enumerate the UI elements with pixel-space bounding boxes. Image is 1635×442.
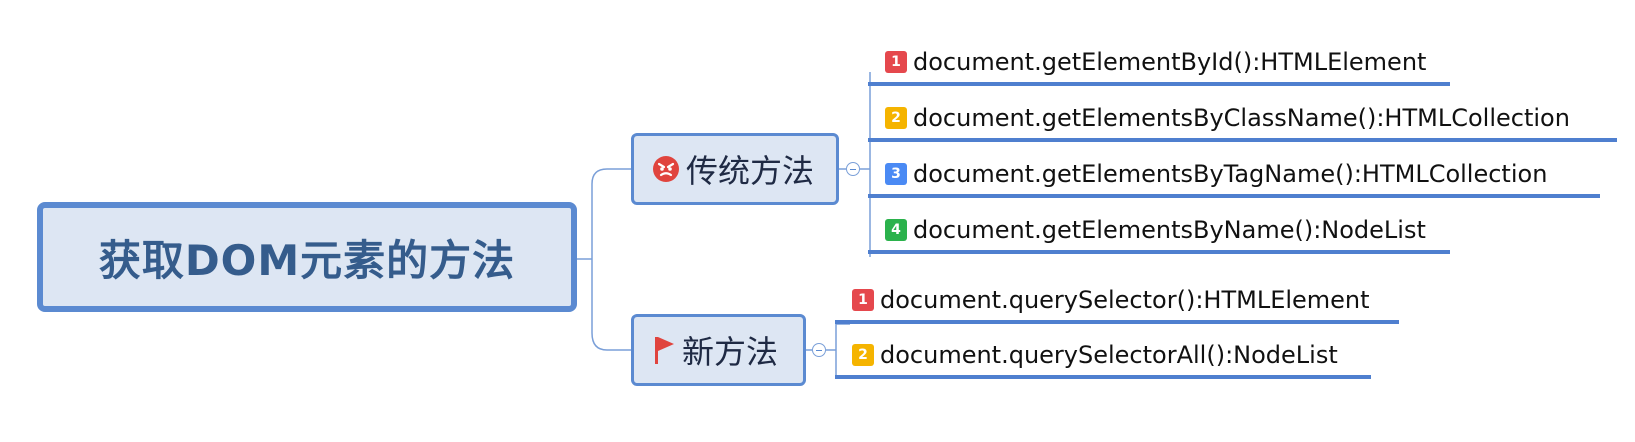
traditional-connector [839, 72, 885, 257]
leaf-underline [868, 194, 1600, 198]
list-item[interactable]: 2 document.querySelectorAll():NodeList [852, 340, 1338, 370]
priority-1-badge: 1 [852, 289, 874, 311]
list-item[interactable]: 4 document.getElementsByName():NodeList [885, 215, 1426, 245]
leaf-underline [835, 320, 1399, 324]
list-item[interactable]: 1 document.querySelector():HTMLElement [852, 285, 1370, 315]
leaf-underline [868, 138, 1617, 142]
leaf-underline [868, 250, 1450, 254]
branch-label: 传统方法 [686, 152, 815, 190]
collapse-toggle-traditional[interactable] [846, 162, 860, 176]
branch-traditional-methods[interactable]: 传统方法 [631, 133, 839, 205]
branch-label: 新方法 [682, 333, 779, 371]
list-item[interactable]: 2 document.getElementsByClassName():HTML… [885, 103, 1570, 133]
method-signature: document.getElementById():HTMLElement [913, 48, 1427, 76]
list-item[interactable]: 3 document.getElementsByTagName():HTMLCo… [885, 159, 1547, 189]
priority-2-badge: 2 [852, 344, 874, 366]
method-signature: document.querySelector():HTMLElement [880, 286, 1370, 314]
method-signature: document.getElementsByName():NodeList [913, 216, 1426, 244]
angry-face-icon [652, 155, 680, 183]
root-title: 获取DOM元素的方法 [98, 235, 516, 285]
leaf-underline [835, 375, 1371, 379]
new-connector [806, 323, 850, 379]
root-connector [577, 168, 631, 351]
list-item[interactable]: 1 document.getElementById():HTMLElement [885, 47, 1426, 77]
priority-2-badge: 2 [885, 107, 907, 129]
leaf-underline [868, 82, 1450, 86]
collapse-toggle-new[interactable] [812, 343, 826, 357]
red-flag-icon [652, 334, 676, 366]
method-signature: document.querySelectorAll():NodeList [880, 341, 1338, 369]
priority-1-badge: 1 [885, 51, 907, 73]
method-signature: document.getElementsByTagName():HTMLColl… [913, 160, 1548, 188]
priority-3-badge: 3 [885, 163, 907, 185]
branch-new-methods[interactable]: 新方法 [631, 314, 806, 386]
method-signature: document.getElementsByClassName():HTMLCo… [913, 104, 1570, 132]
priority-4-badge: 4 [885, 219, 907, 241]
root-node[interactable]: 获取DOM元素的方法 [37, 202, 577, 312]
